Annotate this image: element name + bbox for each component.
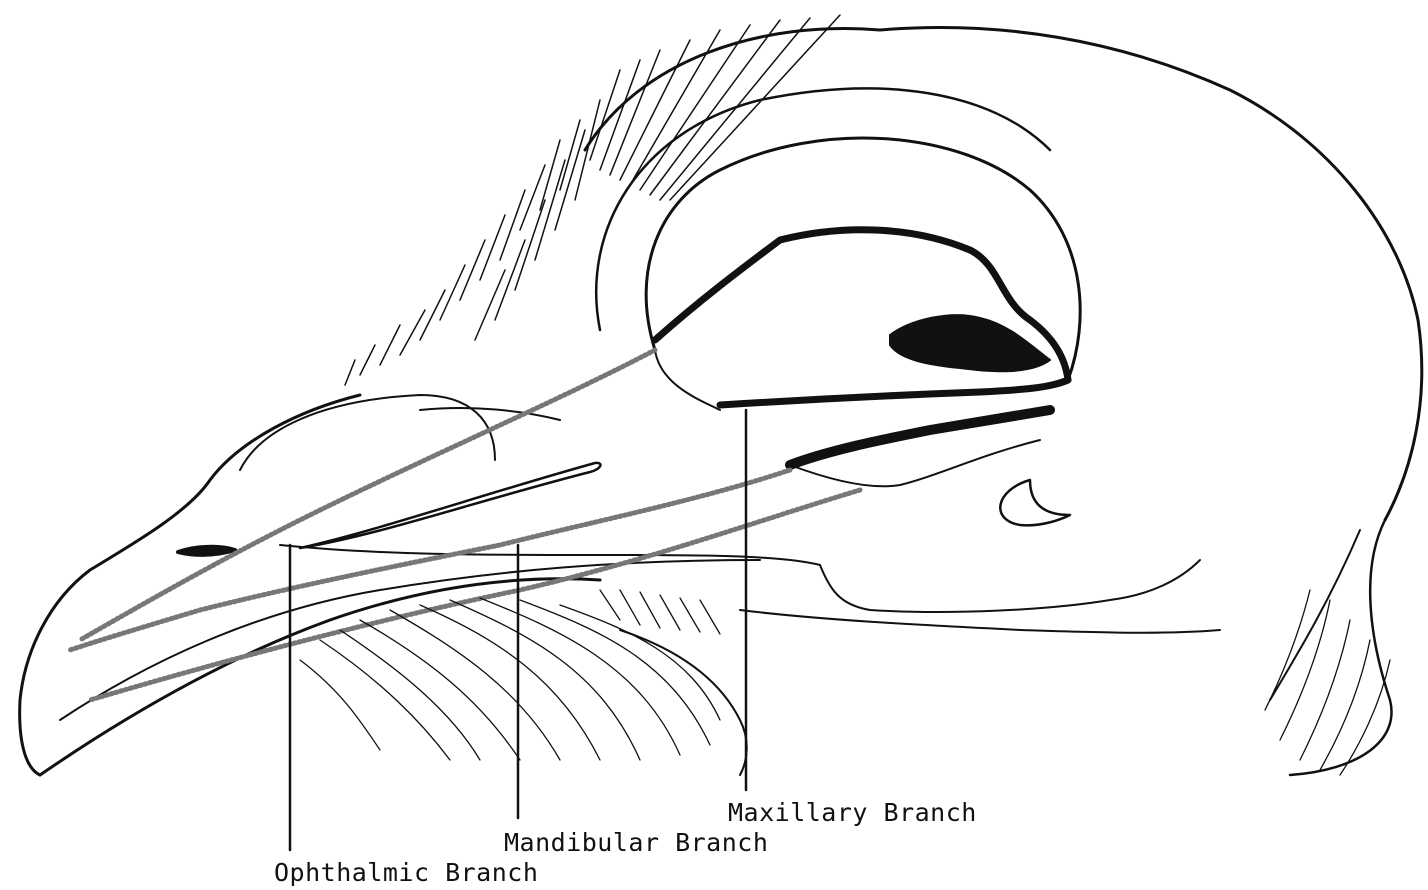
nasal-ridge	[240, 395, 495, 470]
neck-outline	[1290, 520, 1392, 775]
crown-feathers	[345, 15, 840, 385]
gape-line	[280, 545, 820, 565]
mandibular-branch-label: Mandibular Branch	[504, 828, 768, 857]
beak-culmen	[420, 408, 560, 420]
ophthalmic-branch-label: Ophthalmic Branch	[274, 858, 538, 887]
jaw-line	[820, 560, 1200, 612]
lower-nerve-outline	[790, 440, 1040, 486]
lower-jaw-rear	[620, 630, 747, 775]
lower-nerve-dark	[790, 410, 1050, 465]
middle-nerve-dark	[720, 380, 1068, 405]
nostril	[178, 547, 235, 555]
head-outline	[585, 28, 1422, 521]
throat-line	[740, 610, 1220, 633]
mandibular-nerve-stipple	[70, 470, 790, 650]
ear-opening	[1000, 480, 1070, 525]
ganglion-mass	[890, 315, 1050, 371]
maxillary-branch-label: Maxillary Branch	[728, 798, 977, 827]
rictal-slit	[300, 463, 600, 548]
neck-rear-curve	[1270, 530, 1360, 700]
maxillary-nerve-stipple	[90, 490, 860, 700]
throat-feathers	[300, 590, 720, 760]
ophthalmic-nerve-stipple	[80, 350, 655, 640]
orbit-lower-rim	[655, 350, 720, 410]
